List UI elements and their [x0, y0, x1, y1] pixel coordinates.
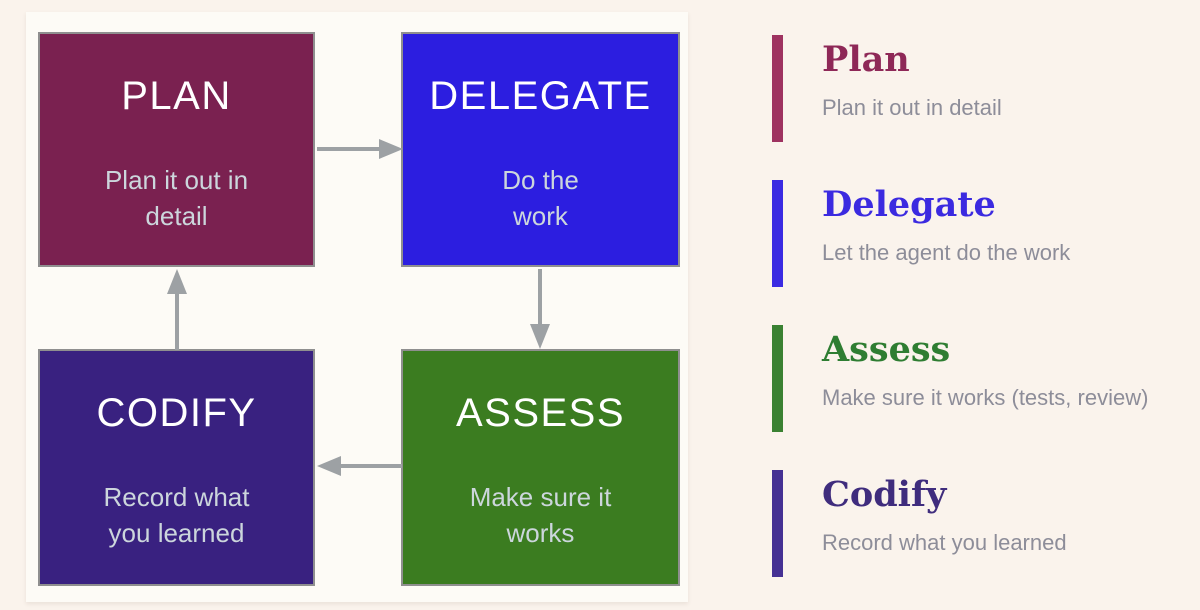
node-codify-subtitle: Record what you learned: [103, 482, 250, 549]
legend-bar-delegate: [772, 180, 783, 287]
legend-text-assess: Assess Make sure it works (tests, review…: [822, 325, 1148, 432]
arrow-left-head: [317, 456, 341, 476]
legend-description-delegate: Let the agent do the work: [822, 239, 1071, 265]
legend-title-delegate: Delegate: [822, 184, 996, 225]
arrow-shaft: [538, 269, 542, 327]
legend-item-plan: Plan Plan it out in detail: [772, 35, 1002, 142]
arrow-shaft: [317, 147, 381, 151]
arrow-right-head: [379, 139, 403, 159]
legend-title-plan: Plan: [822, 39, 910, 80]
node-codify: CODIFY Record what you learned: [38, 349, 315, 586]
legend-title-assess: Assess: [822, 329, 951, 370]
legend-item-assess: Assess Make sure it works (tests, review…: [772, 325, 1148, 432]
legend-description-codify: Record what you learned: [822, 529, 1067, 555]
legend-description-assess: Make sure it works (tests, review): [822, 384, 1149, 410]
arrow-shaft: [340, 464, 402, 468]
legend-bar-assess: [772, 325, 783, 432]
arrow-up-head: [167, 269, 187, 294]
arrow-down-head: [530, 324, 550, 349]
legend-item-delegate: Delegate Let the agent do the work: [772, 180, 1070, 287]
legend-bar-plan: [772, 35, 783, 142]
arrow-shaft: [175, 293, 179, 350]
node-plan-title: PLAN: [121, 74, 232, 118]
legend-text-codify: Codify Record what you learned: [822, 470, 1067, 577]
node-assess-subtitle: Make sure it works: [469, 482, 612, 549]
node-assess-title: ASSESS: [455, 391, 626, 435]
legend-text-plan: Plan Plan it out in detail: [822, 35, 1002, 142]
node-plan: PLAN Plan it out in detail: [38, 32, 315, 267]
legend-title-codify: Codify: [822, 474, 947, 515]
legend-description-plan: Plan it out in detail: [822, 94, 1002, 120]
node-plan-subtitle: Plan it out in detail: [104, 165, 249, 232]
legend-item-codify: Codify Record what you learned: [772, 470, 1067, 577]
node-delegate: DELEGATE Do the work: [401, 32, 680, 267]
node-assess: ASSESS Make sure it works: [401, 349, 680, 586]
node-codify-title: CODIFY: [96, 391, 257, 435]
legend-text-delegate: Delegate Let the agent do the work: [822, 180, 1070, 287]
diagram-panel: PLAN Plan it out in detail DELEGATE Do t…: [26, 12, 688, 602]
node-delegate-subtitle: Do the work: [502, 165, 579, 232]
legend-bar-codify: [772, 470, 783, 577]
node-delegate-title: DELEGATE: [429, 74, 652, 118]
